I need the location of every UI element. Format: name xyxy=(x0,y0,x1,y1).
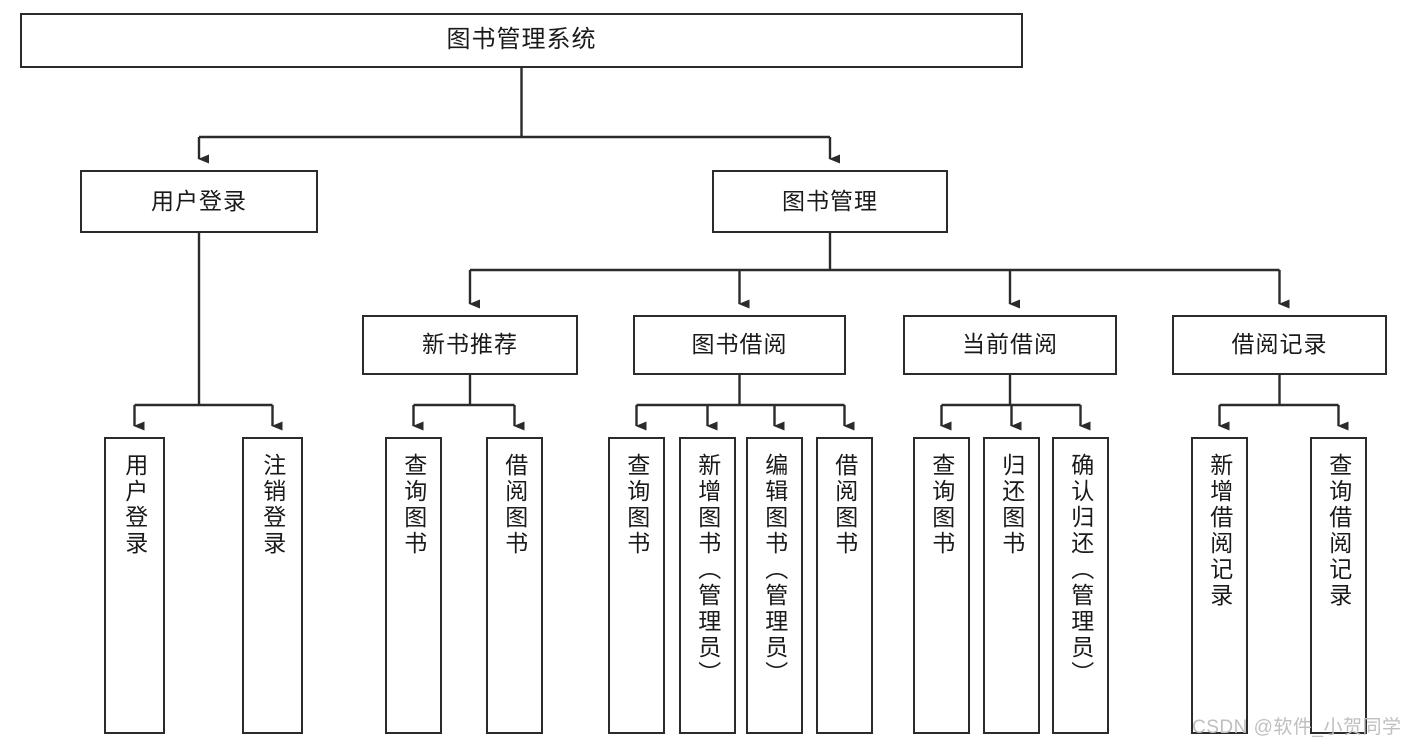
node-label: 归还图书 xyxy=(998,453,1025,557)
node-label: 当前借阅 xyxy=(962,331,1058,358)
node-label: 图书管理 xyxy=(782,187,878,214)
node-label: 用户登录 xyxy=(121,453,148,557)
node-label: 查询图书 xyxy=(400,453,427,557)
node-new-book-recommend[interactable]: 新书推荐 xyxy=(362,315,578,375)
leaf-record-add-borrow-record[interactable]: 新增借阅记录 xyxy=(1191,437,1248,734)
leaf-newbook-query-book[interactable]: 查询图书 xyxy=(385,437,442,734)
leaf-borrow-edit-book-admin[interactable]: 编辑图书（管理员） xyxy=(746,437,803,734)
leaf-current-return-book[interactable]: 归还图书 xyxy=(983,437,1040,734)
node-label: 查询图书 xyxy=(623,453,650,557)
node-label: 确认归还（管理员） xyxy=(1067,453,1094,687)
node-label: 新增借阅记录 xyxy=(1206,453,1233,609)
node-label: 注销登录 xyxy=(259,453,286,557)
leaf-current-confirm-return-admin[interactable]: 确认归还（管理员） xyxy=(1052,437,1109,734)
node-book-borrow[interactable]: 图书借阅 xyxy=(633,315,846,375)
node-user-login[interactable]: 用户登录 xyxy=(80,170,318,233)
node-label: 用户登录 xyxy=(151,187,247,214)
node-root-system[interactable]: 图书管理系统 xyxy=(20,13,1023,68)
node-label: 借阅图书 xyxy=(831,453,858,557)
leaf-newbook-borrow-book[interactable]: 借阅图书 xyxy=(486,437,543,734)
node-label: 查询借阅记录 xyxy=(1325,453,1352,609)
node-borrow-record[interactable]: 借阅记录 xyxy=(1172,315,1387,375)
node-label: 图书管理系统 xyxy=(446,26,597,54)
node-label: 借阅记录 xyxy=(1231,331,1328,358)
node-label: 新增图书（管理员） xyxy=(694,453,721,687)
node-label: 查询图书 xyxy=(928,453,955,557)
leaf-user-logout[interactable]: 注销登录 xyxy=(242,437,303,734)
node-current-borrow[interactable]: 当前借阅 xyxy=(903,315,1117,375)
leaf-borrow-query-book[interactable]: 查询图书 xyxy=(608,437,665,734)
node-label: 图书借阅 xyxy=(691,331,788,358)
watermark: CSDN @软件_小贺同学 xyxy=(1192,717,1402,738)
node-label: 编辑图书（管理员） xyxy=(761,453,788,687)
leaf-user-login[interactable]: 用户登录 xyxy=(104,437,165,734)
leaf-current-query-book[interactable]: 查询图书 xyxy=(913,437,970,734)
node-book-management[interactable]: 图书管理 xyxy=(712,170,948,233)
leaf-borrow-borrow-book[interactable]: 借阅图书 xyxy=(816,437,873,734)
leaf-record-query-borrow-record[interactable]: 查询借阅记录 xyxy=(1310,437,1367,734)
node-label: 借阅图书 xyxy=(501,453,528,557)
leaf-borrow-add-book-admin[interactable]: 新增图书（管理员） xyxy=(679,437,736,734)
node-label: 新书推荐 xyxy=(422,331,518,358)
